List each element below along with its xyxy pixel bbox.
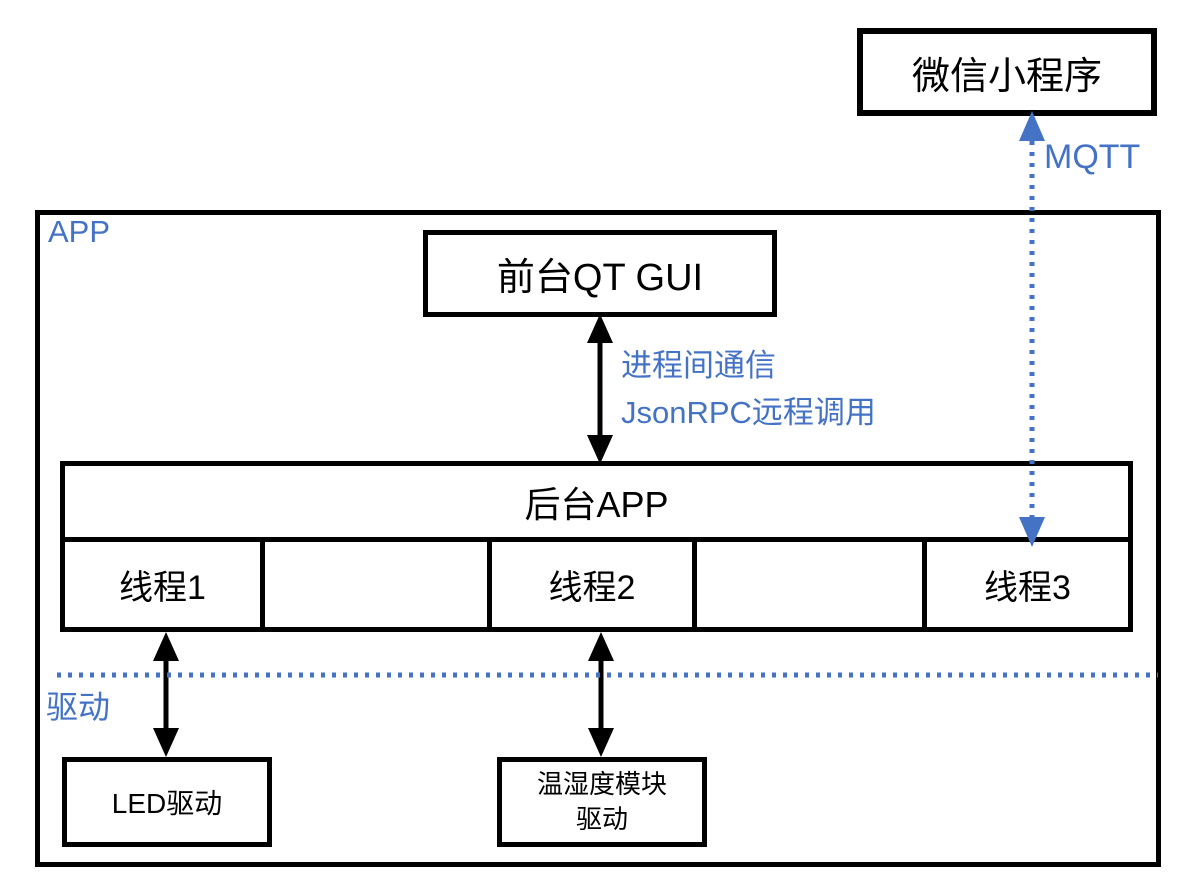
wechat-miniprogram-box: 微信小程序 bbox=[857, 28, 1157, 116]
app-container-box bbox=[35, 210, 1161, 867]
ipc-annotation-line1: 进程间通信 bbox=[621, 348, 776, 383]
ipc-annotation-line2: JsonRPC远程调用 bbox=[621, 395, 876, 430]
temp-humidity-driver-box: 温湿度模块 驱动 bbox=[497, 757, 707, 847]
temp-humidity-driver-label-line1: 温湿度模块 bbox=[536, 768, 667, 799]
backend-app-label: 后台APP bbox=[65, 466, 1128, 542]
thread-cell-empty-2 bbox=[697, 542, 927, 627]
wechat-miniprogram-label: 微信小程序 bbox=[911, 55, 1102, 98]
thread-cell-2: 线程2 bbox=[492, 542, 697, 627]
driver-section-label: 驱动 bbox=[46, 689, 111, 725]
backend-app-box: 后台APP 线程1 线程2 线程3 bbox=[60, 461, 1133, 632]
temp-humidity-driver-label-line2: 驱动 bbox=[575, 804, 628, 834]
mqtt-label: MQTT bbox=[1044, 138, 1141, 176]
frontend-qt-gui-label: 前台QT GUI bbox=[496, 257, 704, 299]
thread-cell-3: 线程3 bbox=[984, 569, 1071, 607]
thread-cell-empty-1 bbox=[265, 542, 492, 627]
thread-row: 线程1 线程2 线程3 bbox=[65, 542, 1128, 627]
app-container-label: APP bbox=[48, 214, 111, 249]
led-driver-label: LED驱动 bbox=[111, 788, 223, 819]
frontend-qt-gui-box: 前台QT GUI bbox=[423, 230, 777, 317]
led-driver-box: LED驱动 bbox=[62, 757, 272, 847]
thread-cell-1: 线程1 bbox=[65, 542, 265, 627]
